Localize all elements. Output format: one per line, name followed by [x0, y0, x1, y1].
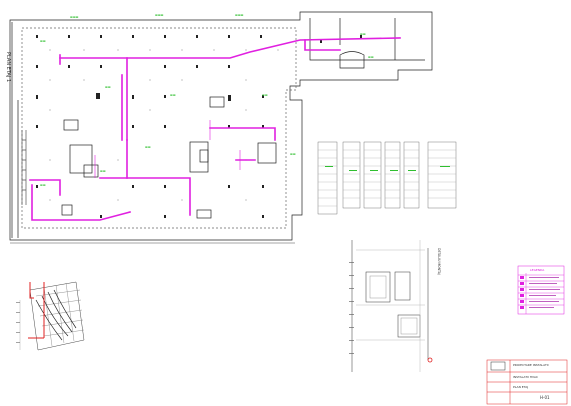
svg-text:▬▬: ▬▬: [105, 85, 111, 89]
svg-text:▬▬: ▬▬: [368, 55, 374, 59]
svg-text:▬▬▬: ▬▬▬: [155, 13, 164, 17]
svg-text:▬▬: ▬▬: [40, 183, 46, 187]
core-room-left: [69, 144, 93, 174]
core-room-left-2: [83, 164, 99, 178]
svg-text:▬▬: ▬▬: [262, 93, 268, 97]
angled-detail-red-lines: [28, 282, 45, 339]
detail-box-right: [394, 271, 411, 301]
section-detail: [351, 240, 429, 372]
core-room-mid: [189, 141, 209, 173]
legend-swatches: [520, 276, 524, 309]
svg-text:▬▬▬: ▬▬▬: [235, 13, 244, 17]
title-block: [486, 359, 568, 405]
ductwork: [29, 37, 401, 221]
svg-text:▬▬: ▬▬: [360, 32, 366, 36]
legend-title: LEGENDA: [530, 268, 545, 272]
green-tags: ▬▬▬▬▬▬▬▬▬ ▬▬▬▬▬▬ ▬▬▬▬▬▬ ▬▬▬▬▬▬ ▬▬: [40, 13, 374, 187]
small-room-3: [61, 204, 73, 216]
angled-detail: [19, 281, 85, 351]
small-room-2: [196, 209, 212, 219]
duct-lower-main: [99, 177, 191, 216]
floor-plan: [9, 11, 433, 244]
svg-text:▬▬: ▬▬: [145, 145, 151, 149]
legend-rows: [518, 273, 564, 314]
schedule-rows: [318, 149, 456, 207]
plan-title: PLAN ETAJ 1: [5, 52, 11, 82]
company-logo: [490, 361, 506, 371]
svg-text:▬▬: ▬▬: [170, 93, 176, 97]
detail-box-lower: [397, 314, 421, 338]
section-red-marker: [427, 357, 433, 363]
legend: LEGENDA: [517, 265, 565, 315]
duct-mid-horizontal: [209, 127, 276, 141]
core-room-right: [257, 142, 277, 164]
svg-text:▬▬: ▬▬: [100, 169, 106, 173]
section-title: DETALIU MONTAJ: [437, 248, 441, 275]
core-room-mid-2: [199, 149, 209, 163]
section-level-ticks: [349, 262, 354, 354]
duct-main-top: [59, 37, 401, 59]
left-wall: [11, 22, 19, 238]
legend-text-lines: [529, 277, 560, 308]
schedule-tables: [317, 141, 457, 215]
angled-detail-ticks: [16, 302, 20, 343]
inner-perimeter: [21, 27, 297, 229]
core-room-top: [209, 96, 225, 108]
svg-text:▬▬: ▬▬: [290, 152, 296, 156]
duct-lower-left-2: [29, 179, 61, 196]
detail-box-lower-inner: [400, 317, 418, 335]
title-block-number: H-01: [540, 395, 550, 400]
grid-dots: [49, 49, 279, 201]
schedule-green-marks: [325, 166, 450, 171]
annex-walls: [309, 18, 425, 61]
small-room-1: [63, 119, 79, 131]
courtyard: [339, 51, 365, 69]
section-guide-lines: [356, 240, 425, 372]
title-block-rows: [487, 360, 567, 404]
title-block-project: INSTALATII HVAC: [513, 375, 538, 379]
svg-text:▬▬: ▬▬: [40, 39, 46, 43]
duct-annex: [304, 39, 341, 51]
angled-detail-curves: [35, 289, 77, 341]
detail-box-upper: [365, 271, 391, 303]
building-outline: [9, 11, 433, 241]
duct-secondary: [94, 120, 241, 178]
title-block-sheet: PLAN ETAJ: [513, 385, 528, 389]
structural-columns: [36, 35, 362, 218]
svg-text:▬▬▬: ▬▬▬: [70, 15, 79, 19]
left-stair: [21, 130, 27, 205]
duct-lower-left: [31, 184, 131, 221]
angled-detail-outline: [29, 281, 85, 351]
legend-frame: [517, 265, 565, 315]
title-block-company: PROIECTARE INSTALATII: [513, 363, 549, 367]
detail-box-upper-inner: [369, 275, 387, 299]
